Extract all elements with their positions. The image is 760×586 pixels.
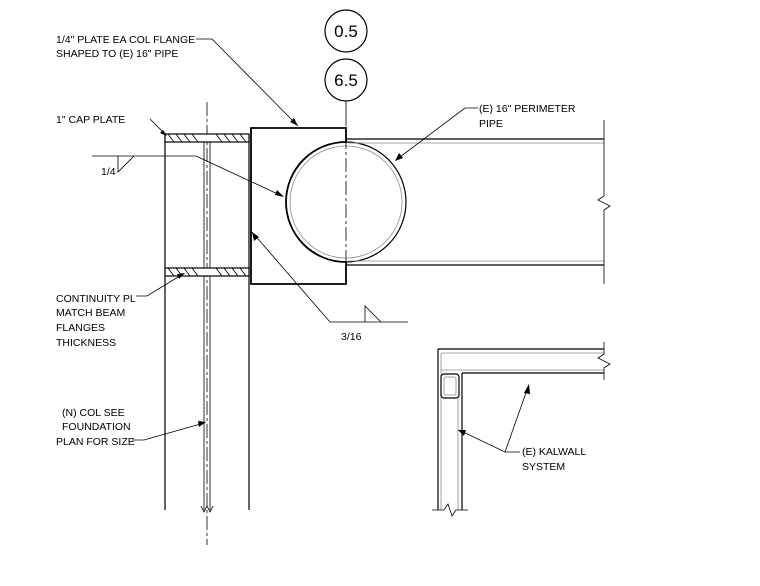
cap-plate-label: 1" CAP PLATE (56, 114, 125, 126)
bubble-top (324, 9, 368, 53)
section-bubbles: 0.5 6.5 (324, 9, 368, 112)
continuity-label-line1: CONTINUITY PL (56, 293, 136, 305)
column-label-line3: PLAN FOR SIZE (56, 436, 135, 448)
leaders (92, 38, 530, 453)
perimeter-pipe (285, 112, 407, 275)
continuity-label-line2: MATCH BEAM (56, 307, 125, 319)
callout-texts: 1/4" PLATE EA COL FLANGE SHAPED TO (E) 1… (56, 34, 586, 473)
cap-plate (164, 133, 250, 143)
column-label-line2: FOUNDATION (62, 421, 131, 433)
pipe-elevation (346, 120, 611, 284)
kalwall-label-line2: SYSTEM (522, 461, 565, 473)
weld-top-label: 1/4 (101, 166, 116, 178)
bubble-top-text: 0.5 (334, 22, 358, 41)
continuity-plate (164, 267, 250, 277)
weld-bottom-label: 3/16 (341, 331, 362, 343)
fillet-weld-symbol-top (117, 155, 135, 173)
pipe-label-line2: PIPE (479, 118, 503, 130)
bubble-bottom-text: 6.5 (334, 71, 358, 90)
kalwall-mullion (440, 373, 460, 399)
plate-flange-label-line2: SHAPED TO (E) 16" PIPE (56, 48, 178, 60)
continuity-label-line3: FLANGES (56, 322, 105, 334)
kalwall-label-line1: (E) KALWALL (522, 446, 586, 458)
weld-bottom-reference-line (251, 231, 408, 323)
plate-flange-leader (196, 38, 299, 127)
fillet-weld-symbol-bottom (364, 305, 382, 323)
column-label-line1: (N) COL SEE (62, 407, 125, 419)
column-break-mark (200, 505, 214, 513)
pipe-label-line1: (E) 16" PERIMETER (479, 103, 576, 115)
kalwall-system (432, 342, 611, 517)
kalwall-break-line-right (597, 342, 611, 380)
plate-flange-label-line1: 1/4" PLATE EA COL FLANGE (56, 34, 195, 46)
pipe-break-line (597, 120, 611, 284)
kalwall-break-line-bottom (432, 503, 468, 517)
continuity-label-line4: THICKNESS (56, 337, 116, 349)
column (164, 102, 250, 545)
